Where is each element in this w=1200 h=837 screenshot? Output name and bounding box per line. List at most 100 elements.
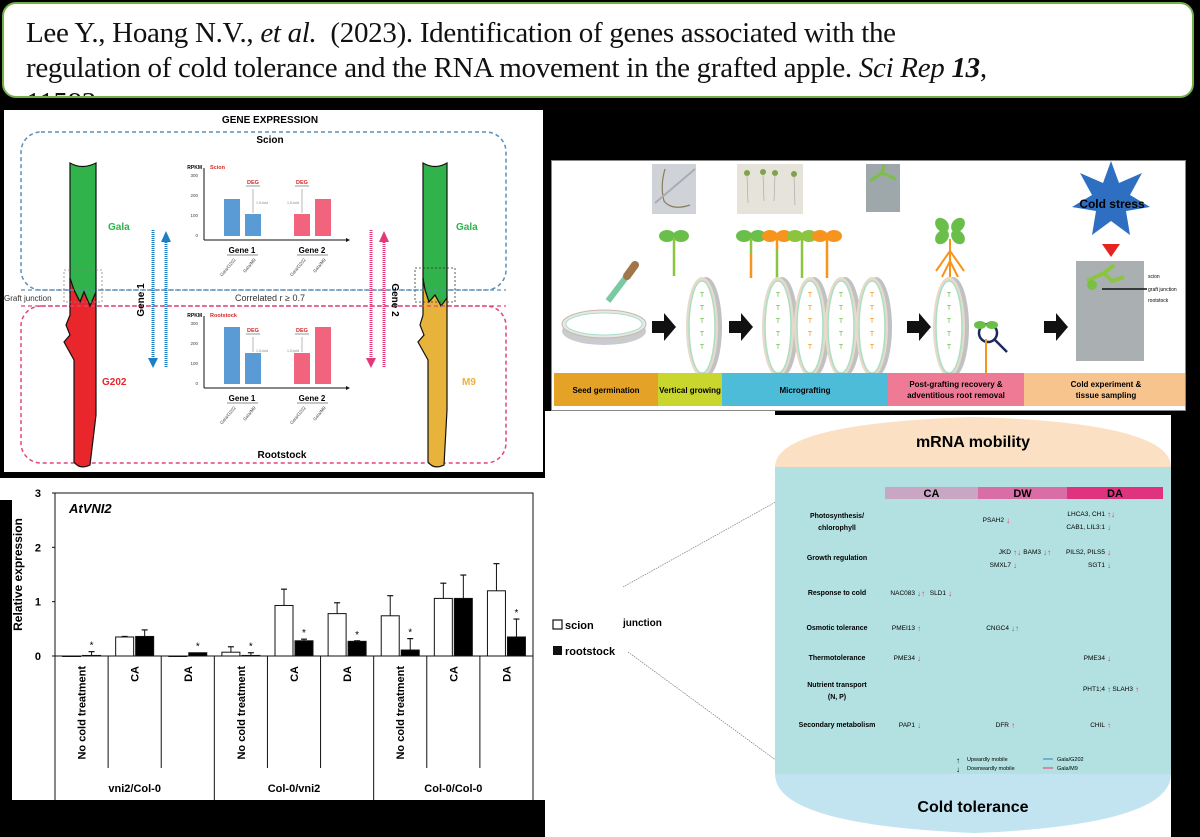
mini-ytick: 100 bbox=[190, 213, 198, 218]
gene-entry: CAB1, LIL3:1↓ bbox=[1066, 523, 1111, 532]
down-arrow-icon: ↓ bbox=[1111, 510, 1115, 519]
column-header-ca bbox=[885, 487, 978, 499]
svg-text:T: T bbox=[839, 305, 844, 312]
citation-etal: et al. bbox=[260, 17, 317, 49]
gene-entry: JKD↑↓ bbox=[999, 548, 1021, 557]
right-scion-name: Gala bbox=[456, 222, 478, 233]
mini-x-arrow bbox=[346, 386, 350, 390]
down-arrow-icon: ↓ bbox=[917, 589, 921, 598]
gene-name: NAC083 bbox=[890, 590, 915, 597]
significance-star: * bbox=[90, 641, 94, 652]
process-arrows bbox=[652, 313, 1068, 341]
column-header-dw bbox=[978, 487, 1067, 499]
column-header-label: CA bbox=[924, 488, 940, 500]
bar-rootstock bbox=[135, 635, 155, 657]
mini-fold-label: 1.5-fold bbox=[256, 201, 268, 205]
bar-scion bbox=[380, 615, 400, 657]
citation-comma: , bbox=[979, 52, 987, 84]
svg-text:T: T bbox=[808, 292, 813, 299]
stage-label: Vertical growing bbox=[659, 386, 721, 395]
gene2-arrow-label: Gene 2 bbox=[389, 283, 400, 317]
gene-name: PHT1;4 bbox=[1083, 686, 1105, 693]
significance-star: * bbox=[196, 642, 200, 653]
down-arrow-icon: ↓ bbox=[1107, 523, 1111, 532]
stage-block bbox=[658, 373, 722, 406]
chart-legend-area: scion rootstock junction bbox=[552, 498, 782, 762]
legend-gala-m9: Gala/M9 bbox=[1057, 766, 1078, 772]
svg-text:T: T bbox=[870, 305, 875, 312]
category-row-label: Response to cold bbox=[808, 590, 866, 597]
category-row-label: Thermotolerance bbox=[809, 655, 866, 662]
legend-up-icon: ↑ bbox=[956, 756, 960, 765]
legend-upwardly-mobile: Upwardly mobile bbox=[967, 757, 1008, 763]
category-label: CA bbox=[130, 666, 142, 682]
category-row-label: (N, P) bbox=[828, 694, 846, 701]
mini-ytick: 200 bbox=[190, 193, 198, 198]
y-tick-label: 2 bbox=[35, 542, 41, 554]
y-axis-label: Relative expression bbox=[11, 518, 25, 631]
down-arrow-icon: ↓ bbox=[948, 589, 952, 598]
mrna-mobility-body bbox=[775, 467, 1171, 774]
chart-panel-bottom bbox=[12, 760, 545, 800]
mini-bar bbox=[245, 214, 261, 236]
mini-ytick: 0 bbox=[195, 381, 198, 386]
photo-label-graft-junction: graft junction bbox=[1148, 287, 1177, 293]
right-rootstock-name: M9 bbox=[462, 377, 476, 388]
svg-text:T: T bbox=[839, 344, 844, 351]
mini-gene-label: Gene 2 bbox=[299, 394, 326, 403]
left-scion-stem bbox=[69, 161, 97, 308]
category-row-label: Nutrient transport bbox=[807, 682, 867, 689]
svg-text:T: T bbox=[870, 292, 875, 299]
bar-rootstock bbox=[453, 597, 473, 657]
gene-entry: SGT1↓ bbox=[1088, 561, 1111, 570]
right-graft-plant bbox=[414, 161, 456, 468]
graft-junction-label: Graft junction bbox=[4, 294, 52, 303]
up-arrow-icon: ↑ bbox=[1135, 685, 1139, 694]
gene-entry: BAM3↓↑ bbox=[1023, 548, 1051, 557]
gene-entry: PSAH2↓ bbox=[983, 516, 1010, 525]
workflow-stage: Vertical growing bbox=[658, 373, 722, 406]
bar-scion bbox=[115, 636, 135, 657]
svg-text:T: T bbox=[776, 292, 781, 299]
svg-text:T: T bbox=[776, 344, 781, 351]
category-label: No cold treatment bbox=[395, 666, 407, 760]
up-arrow-icon: ↑ bbox=[917, 624, 921, 633]
left-graft-junction-box bbox=[63, 269, 103, 303]
svg-text:T: T bbox=[808, 344, 813, 351]
down-arrow-icon: ↓ bbox=[1107, 654, 1111, 663]
cold-stress-label: Cold stress bbox=[1079, 197, 1145, 211]
chart-panel-corner bbox=[0, 478, 12, 500]
svg-text:T: T bbox=[839, 318, 844, 325]
petri-dish-icon bbox=[561, 309, 647, 345]
mobile-gene-entries: PSAH2↓LHCA3, CH1↑↓CAB1, LIL3:1↓JKD↑↓BAM3… bbox=[890, 510, 1139, 730]
gene1-arrows bbox=[148, 230, 171, 368]
gene-name: BAM3 bbox=[1023, 549, 1041, 556]
down-arrow-icon: ↓ bbox=[917, 654, 921, 663]
gene-name: SGT1 bbox=[1088, 562, 1105, 569]
up-arrow-icon: ↑ bbox=[1015, 624, 1019, 633]
y-tick-label: 0 bbox=[35, 651, 41, 663]
group-label: Col-0/Col-0 bbox=[424, 783, 482, 795]
bar-rootstock bbox=[347, 640, 367, 657]
stage-block bbox=[554, 373, 658, 406]
gene-entry: PAP1↓ bbox=[899, 721, 921, 730]
middle-whitespace bbox=[545, 411, 775, 837]
down-arrow-icon: ↓ bbox=[1043, 548, 1047, 557]
svg-text:T: T bbox=[776, 305, 781, 312]
svg-text:T: T bbox=[700, 318, 705, 325]
up-arrow-icon: ↑ bbox=[1011, 721, 1015, 730]
bar-scion bbox=[327, 613, 347, 657]
stage-block bbox=[888, 373, 1024, 406]
stage-label: Seed germination bbox=[572, 386, 639, 395]
bar-scion bbox=[486, 590, 506, 657]
stray-junction-label: junction bbox=[622, 618, 662, 629]
mini-gene-label: Gene 1 bbox=[229, 246, 256, 255]
category-label: No cold treatment bbox=[236, 666, 248, 760]
up-arrow-icon: ↑ bbox=[1013, 548, 1017, 557]
legend-scion-label: scion bbox=[565, 620, 594, 632]
citation-text: Lee Y., Hoang N.V., et al. (2023). Ident… bbox=[26, 16, 1186, 96]
gene1-arrow-label: Gene 1 bbox=[136, 283, 147, 317]
